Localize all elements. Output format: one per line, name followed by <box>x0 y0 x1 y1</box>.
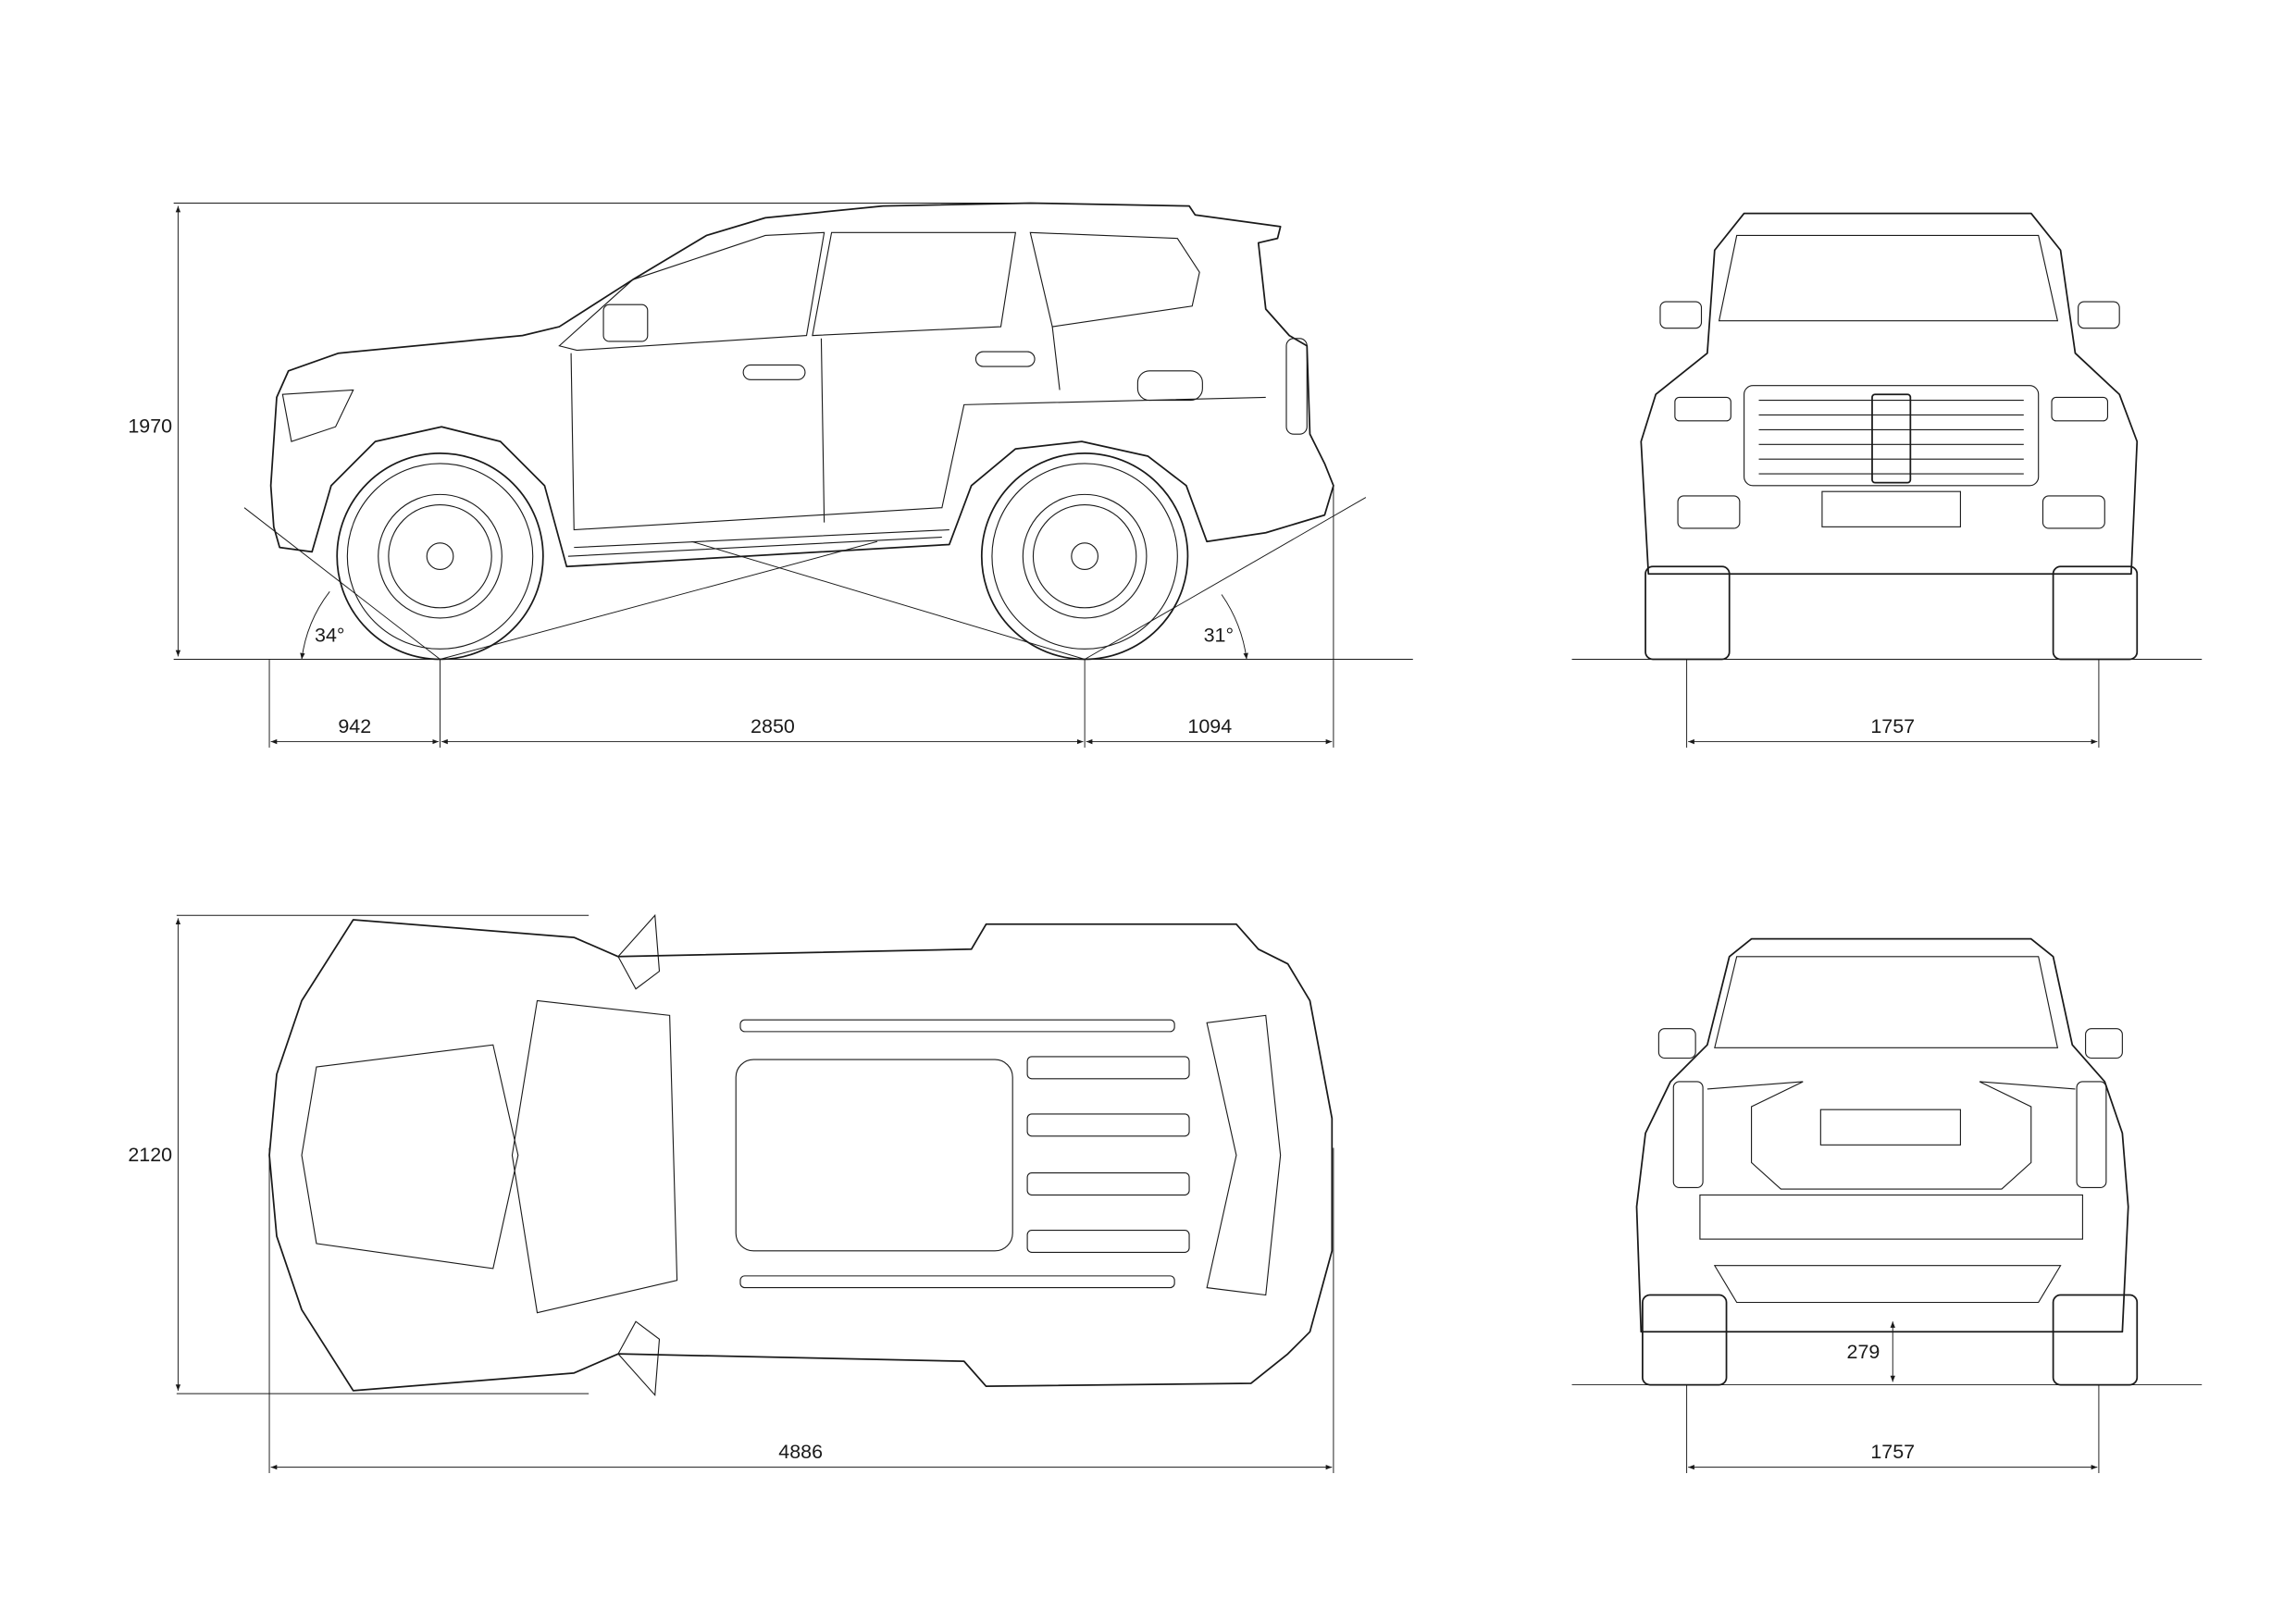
roof-rail-3 <box>1026 1171 1190 1196</box>
breakover-line-rear <box>691 540 1086 660</box>
right-mirror <box>2085 1028 2123 1059</box>
grille <box>1744 385 2040 487</box>
length-label: 4886 <box>778 1441 823 1463</box>
door-lines <box>570 327 1266 531</box>
rear-bumper <box>1699 1194 2083 1240</box>
fuel-cap <box>1136 370 1203 402</box>
left-mirror <box>1659 301 1703 329</box>
front-track-label: 1757 <box>1870 715 1915 737</box>
front-window <box>558 231 825 352</box>
left-headlamp <box>1674 396 1731 422</box>
rear-overhang-label: 1094 <box>1187 715 1232 737</box>
departure-angle-label: 31° <box>1204 624 1234 646</box>
departure-angle-arc <box>1221 594 1248 660</box>
roof-rail-2 <box>1026 1113 1190 1137</box>
left-mirror <box>617 913 661 990</box>
front-door-handle <box>742 364 806 380</box>
windshield <box>1718 234 2059 322</box>
rear-window <box>1206 1014 1282 1296</box>
windshield <box>511 999 678 1314</box>
left-roof-bar <box>739 1019 1175 1033</box>
right-mirror <box>617 1320 661 1397</box>
rear-window <box>1714 956 2059 1048</box>
right-roof-bar <box>739 1275 1175 1289</box>
rear-view: 279 1757 <box>1571 937 2203 1473</box>
top-view: 2120 4886 <box>128 913 1334 1473</box>
front-right-tire <box>2052 565 2139 661</box>
height-label: 1970 <box>128 415 172 438</box>
left-fog-lamp <box>1677 495 1741 529</box>
rear-left-tire <box>1642 1294 1728 1386</box>
ground-clearance-label: 279 <box>1847 1341 1880 1363</box>
rear-plate <box>1819 1109 1961 1146</box>
sunroof <box>735 1059 1013 1252</box>
width-label: 2120 <box>128 1144 172 1166</box>
tailgate <box>1706 1081 2076 1190</box>
side-mirror <box>602 304 649 342</box>
departure-angle-line <box>1084 497 1367 660</box>
right-headlamp <box>2051 396 2109 422</box>
front-wheel <box>336 452 544 661</box>
side-view: 34° 31° 1970 942 2850 1094 <box>128 202 1413 748</box>
rear-wheel <box>980 452 1189 661</box>
front-body-outline <box>1640 212 2139 576</box>
rear-track-label: 1757 <box>1870 1441 1915 1463</box>
top-body-outline <box>268 919 1334 1392</box>
right-tail-lamp <box>2076 1081 2107 1189</box>
approach-angle-label: 34° <box>315 624 344 646</box>
rear-right-tire <box>2052 1294 2139 1386</box>
right-mirror <box>2078 301 2120 329</box>
rear-diffuser <box>1713 1265 2062 1304</box>
front-overhang-label: 942 <box>338 715 371 737</box>
wheelbase-label: 2850 <box>751 715 795 737</box>
breakover-line-front <box>440 540 878 660</box>
headlamp <box>281 389 354 442</box>
hood <box>301 1044 519 1270</box>
approach-angle-arc <box>300 591 330 660</box>
left-mirror <box>1657 1028 1696 1059</box>
roof-rail-4 <box>1026 1230 1190 1253</box>
side-step <box>567 528 949 557</box>
middle-window <box>812 231 1017 337</box>
rear-body-outline <box>1635 937 2129 1333</box>
front-view: 1757 <box>1571 212 2203 748</box>
front-plate <box>1821 490 1961 527</box>
tail-lamp <box>1285 338 1308 435</box>
side-body-outline <box>269 202 1334 568</box>
rear-window <box>1029 231 1200 328</box>
rear-door-handle <box>974 351 1036 367</box>
right-fog-lamp <box>2042 495 2105 529</box>
left-tail-lamp <box>1672 1081 1704 1189</box>
front-left-tire <box>1644 565 1731 661</box>
logo-badge <box>1871 393 1912 484</box>
roof-rail-1 <box>1026 1056 1190 1080</box>
approach-angle-line <box>243 507 441 660</box>
